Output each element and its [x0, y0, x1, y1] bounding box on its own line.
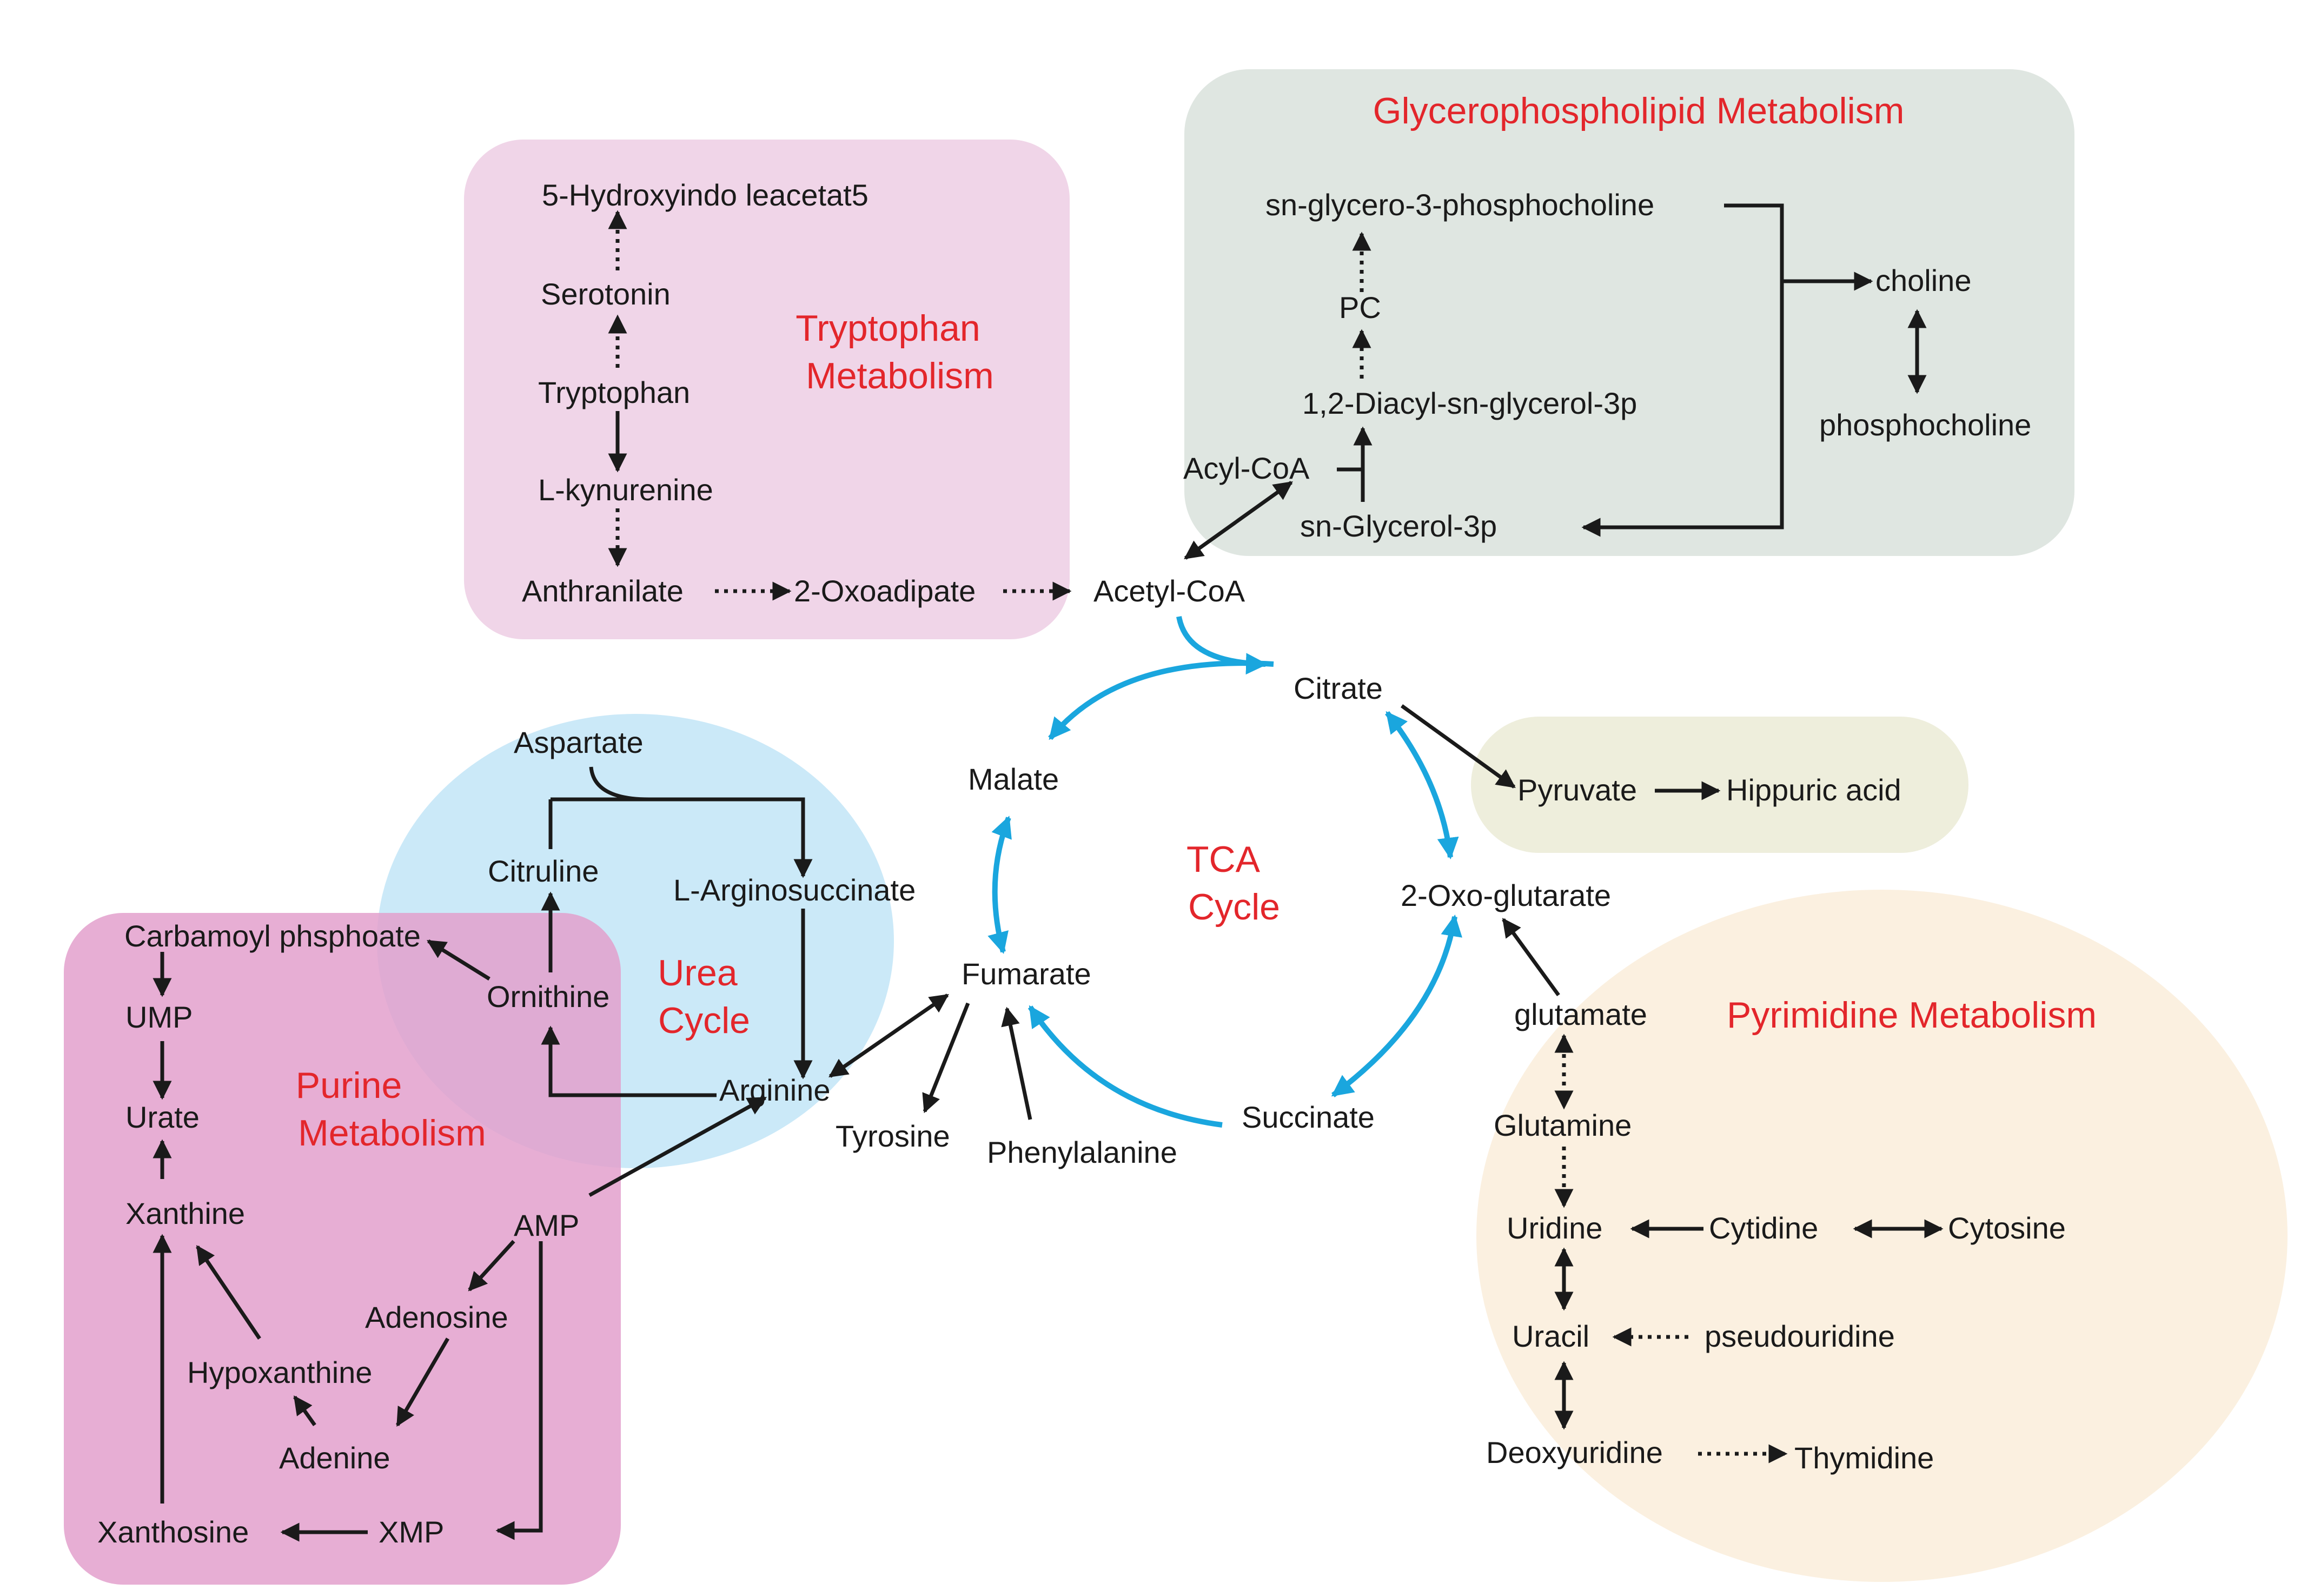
tca-arrow-oxoglutarate-succinate: [1331, 915, 1462, 1098]
node-choline: choline: [1875, 263, 1971, 297]
node-kynurenine: L-kynurenine: [538, 473, 713, 507]
node-cytidine: Cytidine: [1709, 1211, 1818, 1245]
node-ump: UMP: [125, 1000, 193, 1034]
node-tyrosine: Tyrosine: [836, 1119, 950, 1153]
arrow-glutamate-oxoglutarate: [1502, 918, 1560, 997]
node-adenosine: Adenosine: [365, 1300, 508, 1334]
node-glutamate: glutamate: [1514, 997, 1647, 1031]
node-succinate: Succinate: [1242, 1100, 1375, 1134]
node-fumarate: Fumarate: [962, 957, 1091, 991]
node-hypoxanthine: Hypoxanthine: [187, 1355, 372, 1389]
node-arginosuccinate: L-Arginosuccinate: [673, 873, 916, 907]
node-carbamoyl-phosphate: Carbamoyl phsphoate: [124, 919, 421, 953]
node-hydroxyindoleacetate: 5-Hydroxyindo leacetat5: [542, 178, 869, 212]
arrow-hypoxanthine-xanthine: [196, 1245, 261, 1340]
node-anthranilate: Anthranilate: [522, 574, 684, 608]
arrow-amp-adenosine: [468, 1240, 515, 1292]
node-glutamine: Glutamine: [1494, 1108, 1632, 1142]
node-citruline: Citruline: [488, 854, 599, 888]
tca-arrow-malate-fumarate: [987, 816, 1012, 954]
arrow-fumarate-phenylalanine: [1001, 1006, 1032, 1120]
glycerophospholipid-region: [1184, 69, 2074, 556]
node-uracil: Uracil: [1512, 1319, 1589, 1353]
metabolite-labels: 5-Hydroxyindo leacetat5 Serotonin Trypto…: [97, 178, 2066, 1549]
node-cytosine: Cytosine: [1948, 1211, 2066, 1245]
node-deoxyuridine: Deoxyuridine: [1486, 1435, 1663, 1469]
pathway-arrows: [153, 203, 1944, 1542]
node-xanthine: Xanthine: [125, 1196, 245, 1230]
arrow-adenosine-adenine: [395, 1337, 450, 1427]
bracket-glycerophosphocholine-glycerol3p: [1581, 203, 1784, 537]
node-pc: PC: [1339, 290, 1381, 325]
arrow-fumarate-arginine: [828, 994, 949, 1078]
node-malate: Malate: [968, 762, 1059, 796]
node-serotonin: Serotonin: [541, 277, 671, 311]
node-ornithine: Ornithine: [487, 979, 609, 1014]
node-glycerol-3p: sn-Glycerol-3p: [1300, 509, 1497, 543]
node-urate: Urate: [125, 1100, 200, 1134]
tca-arrow-acetylcoa-citrate: [1176, 616, 1268, 675]
node-arginine: Arginine: [719, 1073, 830, 1107]
arrow-fumarate-tyrosine: [922, 1002, 970, 1114]
node-adenine: Adenine: [279, 1441, 390, 1475]
node-oxoglutarate: 2-Oxo-glutarate: [1401, 878, 1611, 912]
node-phosphocholine: phosphocholine: [1819, 408, 2031, 442]
node-pyruvate: Pyruvate: [1517, 773, 1637, 807]
node-amp: AMP: [514, 1208, 579, 1242]
node-pseudouridine: pseudouridine: [1705, 1319, 1895, 1353]
arrow-ornithine-carbamoyl: [427, 939, 490, 981]
glycerophospholipid-metabolism-title: Glycerophospholipid Metabolism: [1373, 90, 1905, 131]
node-xmp: XMP: [379, 1515, 444, 1549]
node-acyl-coa: Acyl-CoA: [1183, 451, 1310, 485]
node-diacylglycerol: 1,2-Diacyl-sn-glycerol-3p: [1302, 386, 1637, 420]
tca-cycle-arrows: [987, 616, 1462, 1128]
node-acetyl-coa: Acetyl-CoA: [1093, 574, 1245, 608]
arrow-acylcoa-acetylcoa: [1184, 481, 1293, 560]
node-uridine: Uridine: [1507, 1211, 1602, 1245]
node-thymidine: Thymidine: [1794, 1441, 1934, 1475]
arrow-arginine-ornithine: [541, 1025, 717, 1097]
arrow-amp-arginine: [588, 1096, 767, 1197]
tryptophan-region: [464, 140, 1070, 639]
purine-region: [64, 913, 621, 1585]
node-tryptophan: Tryptophan: [538, 375, 690, 409]
arrow-adenine-hypoxanthine: [293, 1395, 316, 1427]
node-xanthosine: Xanthosine: [97, 1515, 249, 1549]
arrow-aspartate-arginosuccinate: [551, 797, 813, 878]
arrow-xmp-amp: [495, 1241, 543, 1540]
node-citrate: Citrate: [1294, 671, 1383, 705]
node-glycerophosphocholine: sn-glycero-3-phosphocholine: [1265, 188, 1654, 222]
tca-arrow-citrate-malate: [1048, 660, 1274, 740]
node-oxoadipate: 2-Oxoadipate: [794, 574, 976, 608]
node-hippuric-acid: Hippuric acid: [1726, 773, 1901, 807]
pyrimidine-metabolism-title: Pyrimidine Metabolism: [1727, 995, 2097, 1036]
tca-arrow-citrate-oxoglutarate: [1385, 711, 1459, 859]
node-aspartate: Aspartate: [514, 725, 644, 759]
arrow-citrate-pyruvate: [1400, 704, 1516, 789]
tca-arrow-succinate-fumarate: [1027, 1005, 1223, 1128]
node-phenylalanine: Phenylalanine: [987, 1135, 1177, 1169]
